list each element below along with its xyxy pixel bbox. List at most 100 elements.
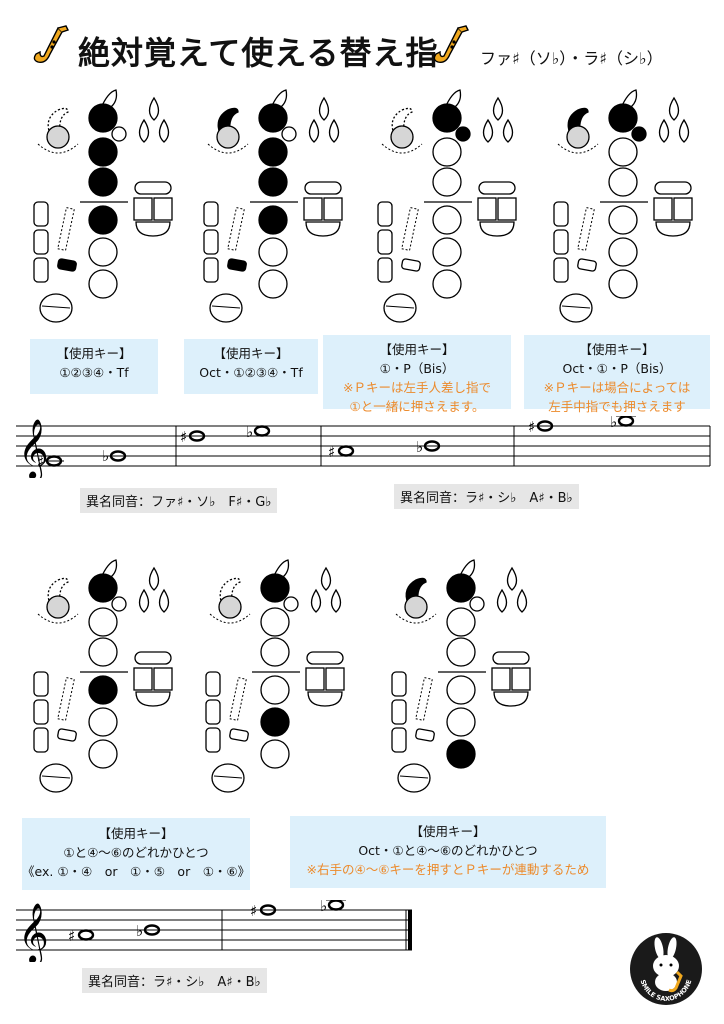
pinky-key: [391, 699, 407, 725]
thumb-guide: [557, 143, 599, 154]
enharmonic-label: 異名同音：ファ♯・ソ♭ F♯・G♭: [80, 488, 278, 513]
pinky-key: [33, 699, 49, 725]
side-key: [491, 667, 511, 691]
palm-key: [138, 118, 150, 143]
palm-key: [678, 118, 690, 143]
side-key: [479, 221, 515, 237]
note: ♯: [250, 902, 277, 920]
info-box: 【使用キー】 ①と④〜⑥のどれかひとつ 《ex. ①・④ or ①・⑤ or ①…: [22, 818, 250, 890]
side-rod: [415, 677, 433, 721]
note: ♭: [246, 423, 271, 441]
note: ♯: [180, 428, 206, 446]
svg-text:♯: ♯: [68, 927, 75, 945]
svg-text:♭: ♭: [136, 922, 143, 940]
pinky-key: [33, 727, 49, 753]
svg-text:♯: ♯: [37, 453, 44, 471]
side-key: [493, 691, 529, 707]
palm-key: [328, 118, 340, 143]
low-key: [559, 293, 593, 323]
main-key-1: [432, 103, 462, 133]
palm-key: [138, 588, 150, 613]
note: ♭: [102, 447, 127, 465]
main-key-2: [260, 607, 290, 637]
fingering-chart: [553, 89, 693, 323]
main-key-6: [608, 269, 638, 299]
low-key: [39, 293, 73, 323]
note: ♭: [320, 900, 346, 915]
low-key-divider: [41, 305, 71, 309]
main-key-6: [260, 739, 290, 769]
note: ♭: [136, 922, 161, 940]
side-key: [134, 651, 172, 665]
palm-key: [502, 118, 514, 143]
enharmonic-label: 異名同音：ラ♯・シ♭ A♯・B♭: [394, 484, 579, 509]
pinky-key: [205, 671, 221, 697]
thumb-guide: [37, 143, 79, 154]
side-rod: [229, 677, 247, 721]
fingering-chart: [205, 559, 345, 793]
tf-key: [415, 728, 435, 742]
tf-key: [57, 258, 77, 272]
low-key-divider: [399, 775, 429, 779]
side-key: [135, 691, 171, 707]
side-key: [153, 667, 173, 691]
info-box: 【使用キー】 ①・P（Bis） ※Ｐキーは左手人差し指で ①と一緒に押さえます。: [323, 335, 511, 414]
thumb-guide: [395, 613, 437, 624]
info-box: 【使用キー】 ①②③④・Tf: [30, 339, 158, 394]
low-key: [39, 763, 73, 793]
side-rod: [57, 677, 75, 721]
side-key: [323, 197, 343, 221]
thumb-rest: [218, 595, 242, 619]
side-rod: [577, 207, 595, 251]
main-key-1: [88, 573, 118, 603]
bis-key: [283, 596, 299, 612]
tf-key: [57, 728, 77, 742]
page-title: 絶対覚えて使える替え指: [78, 34, 439, 72]
side-key: [653, 197, 673, 221]
side-key: [673, 197, 693, 221]
palm-key: [668, 96, 680, 121]
palm-key: [330, 588, 342, 613]
svg-text:♭: ♭: [610, 416, 617, 431]
pinky-key: [205, 727, 221, 753]
main-key-3: [88, 637, 118, 667]
bis-key: [631, 126, 647, 142]
saxophone-icon: [433, 25, 469, 64]
palm-key: [320, 566, 332, 591]
side-key: [135, 221, 171, 237]
main-key-3: [608, 167, 638, 197]
side-key: [325, 667, 345, 691]
side-rod: [57, 207, 75, 251]
fingering-chart: [33, 559, 173, 793]
main-key-6: [258, 269, 288, 299]
side-key: [306, 651, 344, 665]
main-key-3: [88, 167, 118, 197]
thumb-rest: [404, 595, 428, 619]
thumb-rest: [390, 125, 414, 149]
palm-key: [148, 96, 160, 121]
svg-text:♭: ♭: [416, 438, 423, 456]
fingering-chart: [33, 89, 173, 323]
side-key: [655, 221, 691, 237]
main-key-5: [258, 237, 288, 267]
main-key-2: [608, 137, 638, 167]
palm-key: [310, 588, 322, 613]
thumb-rest: [46, 125, 70, 149]
main-key-5: [432, 237, 462, 267]
info-box: 【使用キー】 Oct・①と④〜⑥のどれかひとつ ※右手の④〜⑥キーを押すとＰキー…: [290, 816, 606, 888]
tf-key: [401, 258, 421, 272]
bis-key: [111, 596, 127, 612]
palm-key: [516, 588, 528, 613]
note: ♯: [328, 443, 355, 461]
thumb-guide: [37, 613, 79, 624]
main-key-1: [260, 573, 290, 603]
main-key-5: [260, 707, 290, 737]
main-key-4: [258, 205, 288, 235]
pinky-key: [205, 699, 221, 725]
side-rod: [401, 207, 419, 251]
low-key-divider: [211, 305, 241, 309]
main-key-2: [446, 607, 476, 637]
note: ♭: [416, 438, 441, 456]
svg-text:♭: ♭: [102, 447, 109, 465]
low-key: [397, 763, 431, 793]
